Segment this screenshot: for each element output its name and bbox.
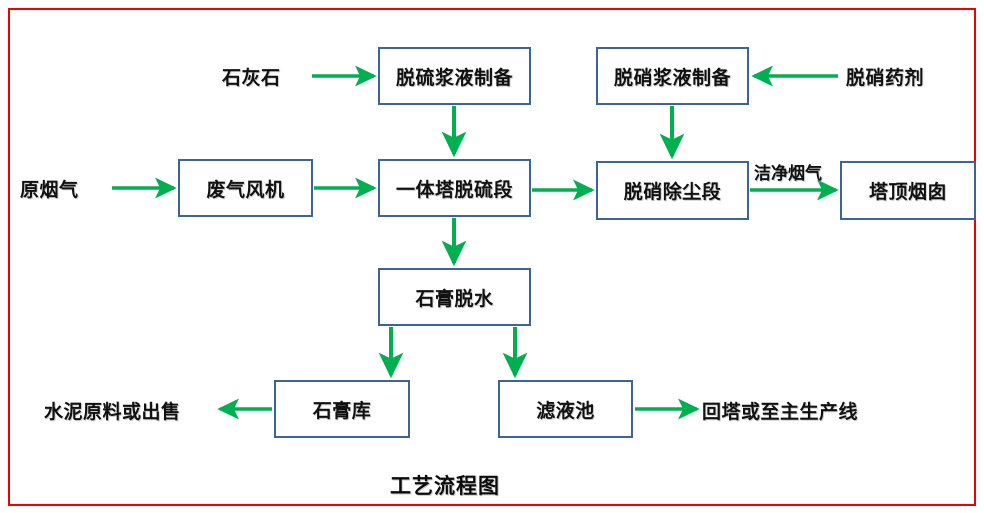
diagram-title: 工艺流程图 — [390, 470, 500, 500]
node-waste-gas-fan[interactable]: 废气风机 — [178, 159, 313, 217]
label-text: 脱硝药剂 — [846, 67, 925, 89]
node-tower-top-stack[interactable]: 塔顶烟囱 — [840, 161, 976, 220]
node-integrated-tower-desulf[interactable]: 一体塔脱硫段 — [378, 159, 531, 217]
node-label: 石膏脱水 — [415, 288, 494, 310]
node-desulf-slurry-prep[interactable]: 脱硫浆液制备 — [378, 47, 531, 105]
label-denitr-agent: 脱硝药剂 — [846, 60, 951, 92]
label-cement-material-or-sale: 水泥原料或出售 — [44, 394, 214, 426]
node-label: 石膏库 — [312, 400, 372, 422]
label-limestone: 石灰石 — [222, 60, 312, 92]
node-label: 滤液池 — [536, 400, 595, 422]
node-gypsum-storage[interactable]: 石膏库 — [274, 380, 410, 438]
node-filtrate-pond[interactable]: 滤液池 — [498, 380, 633, 438]
label-raw-flue-gas: 原烟气 — [20, 172, 108, 204]
node-label: 塔顶烟囱 — [868, 182, 947, 203]
node-label: 一体塔脱硫段 — [395, 179, 513, 201]
label-return-to-tower-or-main-line: 回塔或至主生产线 — [702, 394, 902, 426]
node-label: 脱硫浆液制备 — [395, 67, 513, 89]
node-label: 脱硝浆液制备 — [613, 67, 731, 89]
label-text: 原烟气 — [20, 179, 79, 201]
label-text: 石灰石 — [222, 67, 281, 89]
node-label: 脱硝除尘段 — [623, 182, 722, 203]
node-gypsum-dewatering[interactable]: 石膏脱水 — [378, 268, 531, 326]
node-denitr-dust-removal[interactable]: 脱硝除尘段 — [596, 161, 749, 220]
label-text: 水泥原料或出售 — [44, 401, 181, 423]
node-denitr-slurry-prep[interactable]: 脱硝浆液制备 — [596, 47, 749, 105]
label-text: 回塔或至主生产线 — [702, 401, 859, 423]
edge-label-text: 洁净烟气 — [754, 164, 822, 183]
node-label: 废气风机 — [206, 179, 285, 201]
diagram-frame-border — [8, 8, 976, 506]
edge-label-clean-flue-gas: 洁净烟气 — [754, 159, 822, 184]
diagram-title-text: 工艺流程图 — [390, 474, 500, 498]
